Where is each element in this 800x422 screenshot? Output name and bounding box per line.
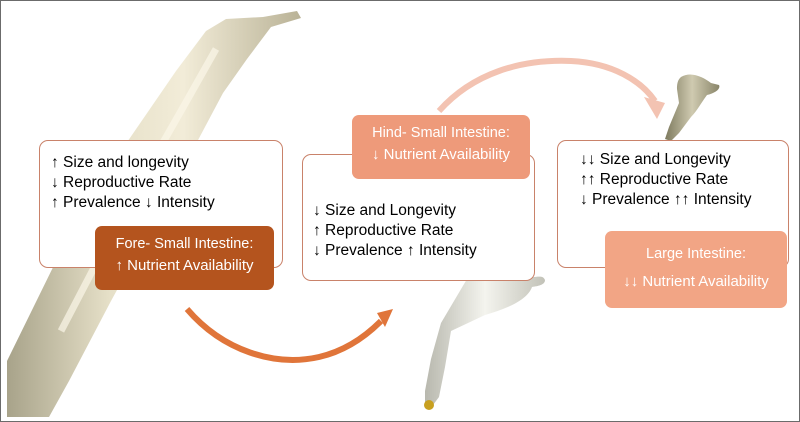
large-intestine-nutrient: ↓↓ Nutrient Availability [623,273,769,290]
stage-3-line-1: ↓↓ Size and Longevity [580,151,731,168]
stage-1-line-1: ↑ Size and longevity [51,154,189,171]
fore-small-intestine-nutrient: ↑ Nutrient Availability [115,257,254,274]
stage-2-line-3: ↓ Prevalence ↑ Intensity [313,242,477,259]
stage-3-line-3: ↓ Prevalence ↑↑ Intensity [580,191,752,208]
stage-2-line-1: ↓ Size and Longevity [313,202,457,219]
stage-2-line-2: ↑ Reproductive Rate [313,222,454,239]
large-intestine-title: Large Intestine: [646,246,746,262]
large-intestine-label: Large Intestine: ↓↓ Nutrient Availabilit… [605,231,787,308]
hind-small-intestine-label: Hind- Small Intestine: ↓ Nutrient Availa… [352,115,530,179]
small-worm-image [665,74,720,141]
fore-small-intestine-title: Fore- Small Intestine: [115,236,254,252]
stage-1-line-2: ↓ Reproductive Rate [51,174,192,191]
stage-3-line-2: ↑↑ Reproductive Rate [580,171,729,188]
hind-small-intestine-nutrient: ↓ Nutrient Availability [371,146,511,163]
transition-arrow-2 [436,57,665,119]
fore-small-intestine-label: Fore- Small Intestine: ↑ Nutrient Availa… [95,226,274,290]
medium-worm-image [424,263,545,410]
stage-1-line-3: ↑ Prevalence ↓ Intensity [51,194,215,211]
hind-small-intestine-title: Hind- Small Intestine: [372,125,510,141]
transition-arrow-1 [184,307,393,363]
